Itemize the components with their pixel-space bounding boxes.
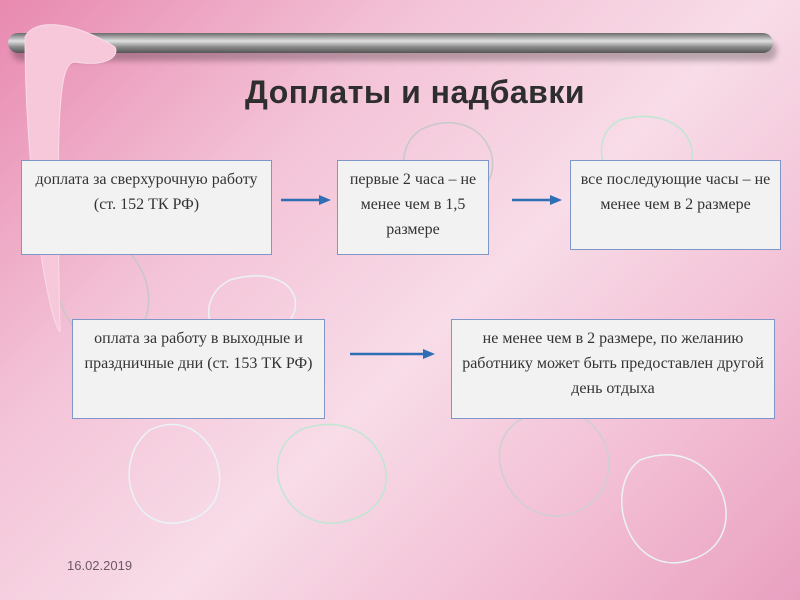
header-rod [8,33,773,53]
slide-title: Доплаты и надбавки [245,74,585,110]
first-two-hours-box: первые 2 часа – не менее чем в 1,5 разме… [337,160,489,255]
weekend-pay-box: оплата за работу в выходные и праздничны… [72,319,325,419]
slide-date: 16.02.2019 [67,558,133,573]
subsequent-hours-box: все последующие часы – не менее чем в 2 … [570,160,781,250]
arrow-right-icon [281,195,331,205]
arrow-right-icon [512,195,562,205]
overtime-pay-box: доплата за сверхурочную работу (ст. 152 … [21,160,272,255]
double-pay-box: не менее чем в 2 размере, по желанию раб… [451,319,775,419]
arrow-right-icon [350,349,435,359]
